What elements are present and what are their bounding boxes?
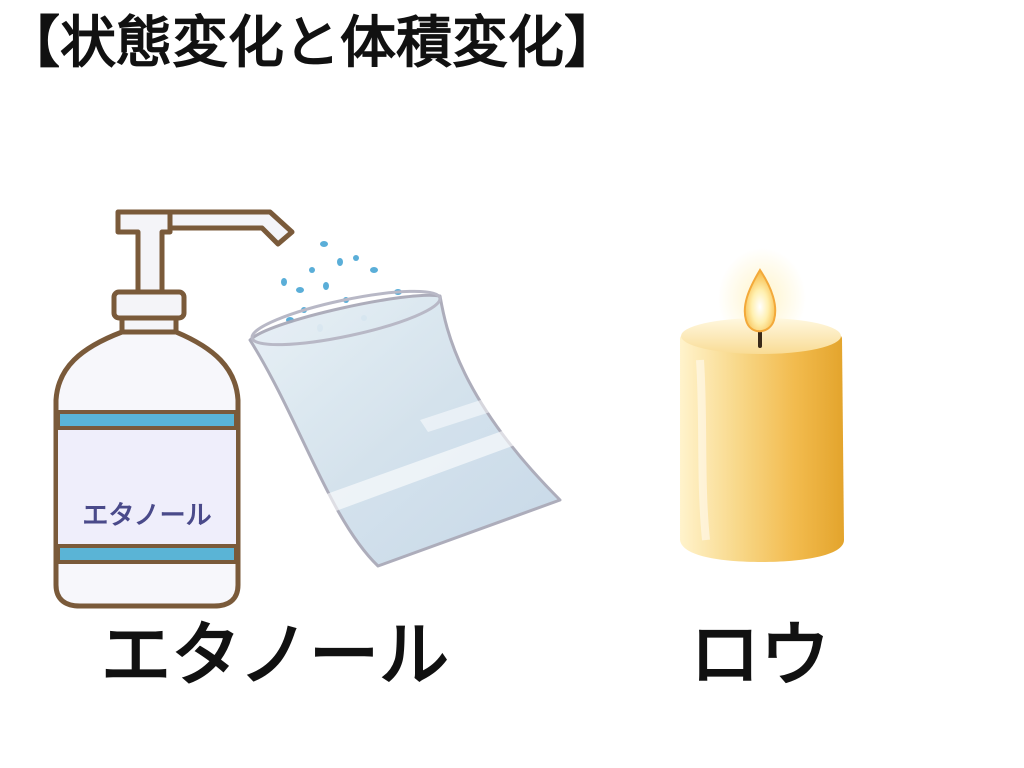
spray-bottle-icon: エタノール (53, 209, 295, 609)
slide-title: 【状態変化と体積変化】 (4, 11, 620, 76)
wax-caption: ロウ (690, 614, 830, 696)
bottle-label: エタノール (82, 501, 211, 531)
flame-icon (743, 268, 777, 333)
candle-icon (680, 248, 844, 562)
ethanol-caption: エタノール (101, 614, 449, 696)
plastic-bag-icon (248, 289, 562, 568)
